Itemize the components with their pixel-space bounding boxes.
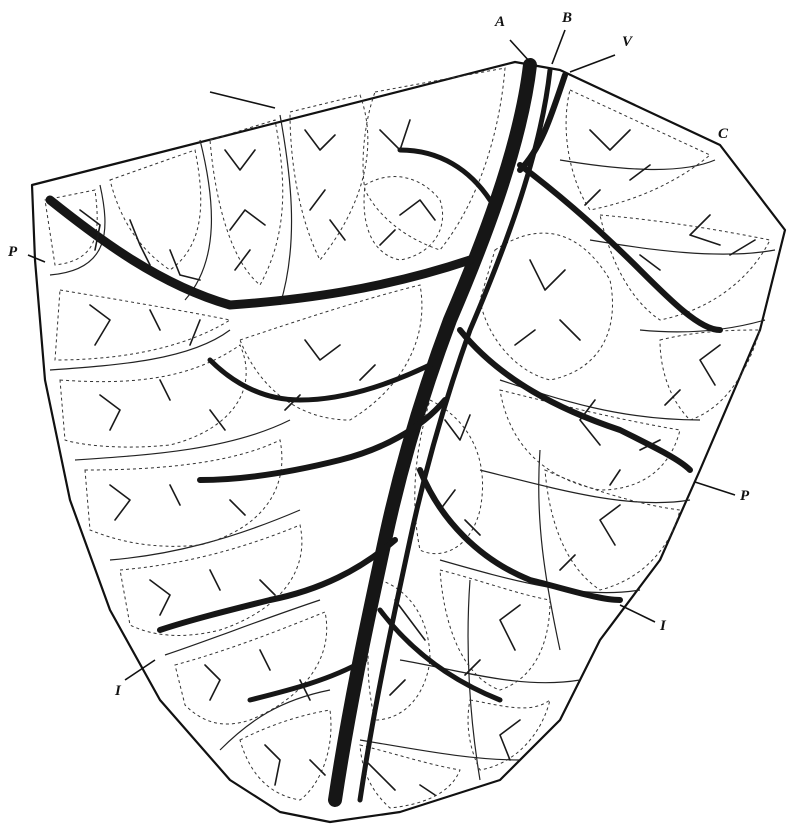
twig	[665, 345, 720, 405]
major-branches	[50, 150, 720, 700]
pointer-p-right	[695, 482, 735, 495]
label-i-left: I	[114, 683, 122, 699]
artery-trunk	[360, 70, 550, 800]
lobule-outline	[60, 345, 246, 447]
branch	[420, 470, 620, 600]
pointer-b	[552, 30, 565, 64]
twig	[515, 260, 580, 345]
lobule-boundary	[220, 690, 330, 750]
branch	[520, 165, 720, 330]
label-v: V	[622, 34, 634, 50]
pointer-a	[510, 40, 530, 62]
twig	[100, 380, 225, 430]
twig	[500, 720, 520, 760]
label-a: A	[494, 14, 505, 30]
lobule-outline	[364, 177, 443, 260]
lobule-outline	[290, 95, 368, 260]
lobule-boundary	[468, 580, 480, 780]
lobule-outline	[175, 612, 327, 724]
lobule-boundary	[400, 660, 580, 683]
twig	[560, 505, 620, 570]
lobule-boundary	[50, 330, 230, 370]
lobule-boundary	[560, 160, 715, 169]
lobule-boundary	[110, 510, 300, 560]
lobule-boundary	[360, 740, 520, 760]
lobule-outline	[85, 440, 282, 546]
label-p-left: P	[8, 244, 18, 260]
label-i-right: I	[659, 618, 667, 634]
label-c: C	[718, 126, 729, 142]
twig	[365, 760, 435, 795]
pointer-i-right	[620, 605, 655, 622]
twig	[90, 305, 200, 345]
lobule-outline	[545, 470, 680, 590]
pointer-v	[570, 55, 615, 72]
lobule-outline	[210, 120, 283, 285]
lobule-outline	[500, 390, 680, 490]
branch	[50, 200, 470, 305]
twig	[305, 130, 345, 240]
twig	[380, 120, 435, 245]
branch	[160, 540, 395, 630]
lobule-outline	[240, 710, 331, 800]
pointer-top-left	[210, 92, 275, 108]
twig	[110, 485, 245, 520]
lobule-outline	[566, 90, 710, 210]
lobule-outline	[440, 570, 550, 690]
branch	[400, 150, 490, 200]
branch	[460, 330, 690, 470]
twig	[640, 215, 755, 270]
label-b: B	[561, 10, 572, 26]
twig	[205, 650, 310, 700]
pointer-p-left	[28, 255, 45, 262]
lobule-outline	[660, 330, 760, 420]
lobule-boundary	[75, 420, 290, 460]
twig	[465, 605, 520, 675]
twig	[150, 570, 275, 615]
lobule-outline	[600, 215, 770, 320]
lobule-boundary	[539, 450, 560, 650]
twig	[265, 745, 325, 785]
label-p-right: P	[740, 488, 750, 504]
lobule-boundary	[185, 140, 211, 300]
twig	[225, 150, 265, 270]
